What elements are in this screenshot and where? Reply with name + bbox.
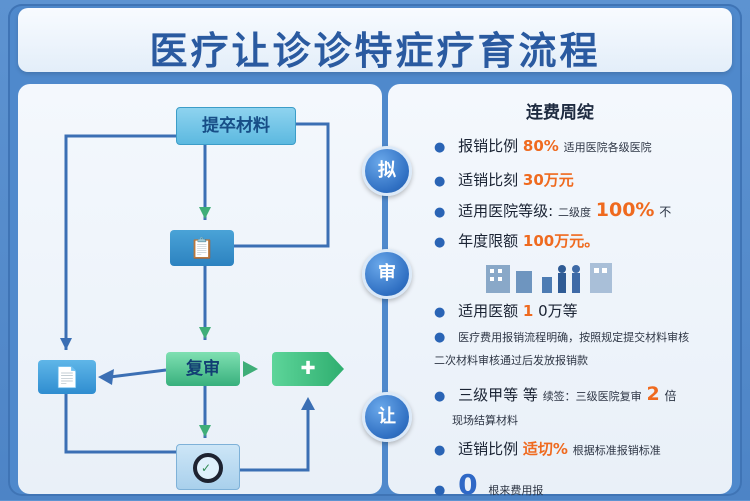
- check-icon: ✓: [201, 461, 212, 475]
- hospital-illustration: [486, 263, 612, 293]
- info-item: ● 适用医额 1 0万等: [434, 302, 578, 320]
- info-item: ● 适销比刻 30万元: [434, 171, 574, 189]
- clipboard-node[interactable]: 📋: [170, 230, 234, 266]
- info-item: 现场结算材料: [452, 414, 518, 427]
- info-item: ● 报销比例 80% 适用医院各级医院: [434, 137, 652, 155]
- info-item: ● 适销比例 适切% 根据标准报销标准: [434, 440, 661, 458]
- step-circle-2: 审: [362, 249, 412, 299]
- review-node[interactable]: 复审: [166, 352, 240, 386]
- info-item: 二次材料审核通过后发放报销款: [434, 354, 588, 367]
- clipboard-icon: 📋: [189, 236, 215, 260]
- magnifier-icon: [193, 453, 223, 483]
- document-icon: 📄: [54, 365, 80, 389]
- approval-node[interactable]: ✚: [272, 352, 344, 386]
- step-circle-3: 让: [362, 392, 412, 442]
- page-title: 医疗让诊诊特症疗育流程: [149, 28, 601, 73]
- step-circle-1: 拟: [362, 146, 412, 196]
- info-item: ● 0 根来费用报: [434, 468, 544, 501]
- info-item: ● 适用医院等级: 二级度 100% 不: [434, 199, 672, 221]
- document-node[interactable]: 📄: [38, 360, 96, 394]
- info-heading: 连费周绽: [526, 103, 594, 123]
- title-bar: 医疗让诊诊特症疗育流程: [18, 8, 732, 73]
- search-node[interactable]: ✓: [176, 444, 240, 490]
- approval-icon: ✚: [300, 358, 316, 379]
- info-item: ● 医疗费用报销流程明确，按照规定提交材料审核: [434, 330, 690, 345]
- info-item: ● 三级甲等 等 续签：三级医院复审 2 倍: [434, 383, 677, 405]
- info-item: ● 年度限额 100万元。: [434, 232, 600, 250]
- submit-materials-node[interactable]: 提卒材料: [176, 107, 296, 145]
